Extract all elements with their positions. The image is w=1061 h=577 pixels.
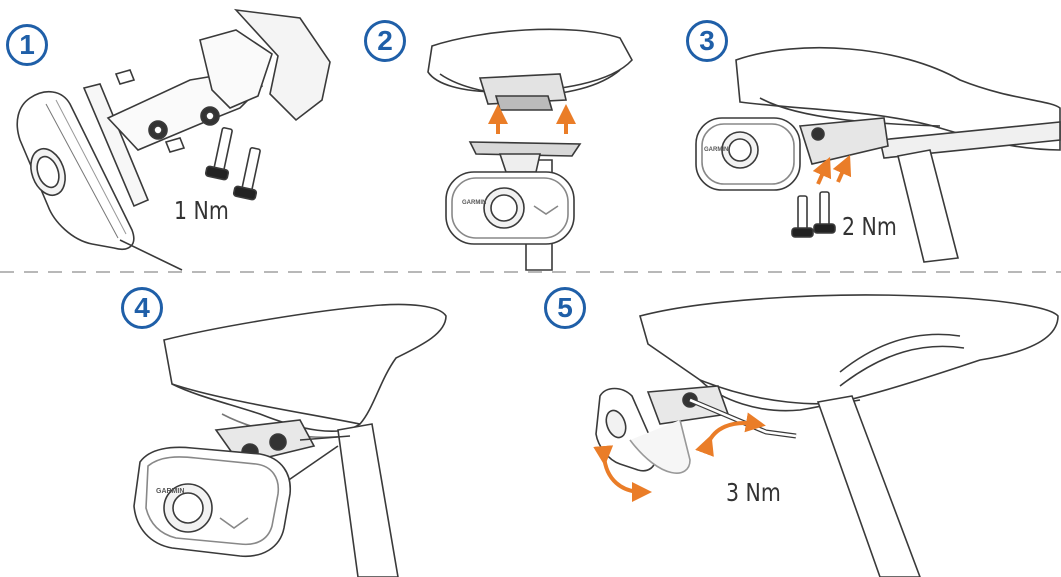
seatpost-step4 bbox=[337, 423, 399, 577]
seatpost-step5 bbox=[816, 395, 921, 577]
brand-logo-step4: GARMIN bbox=[156, 488, 185, 495]
torque-label-step3: 2 Nm bbox=[842, 212, 897, 241]
step-2-illustration bbox=[427, 28, 633, 271]
saddle-rails-step3 bbox=[879, 121, 1061, 159]
rotate-arrow-right bbox=[695, 412, 766, 457]
saddle-step4 bbox=[163, 303, 447, 433]
mount-bracket-step1 bbox=[106, 8, 331, 151]
radar-device-step4 bbox=[133, 446, 291, 557]
nuts bbox=[114, 69, 186, 153]
screws-step1 bbox=[204, 127, 261, 201]
saddle-step2 bbox=[427, 28, 633, 93]
step-5-badge: 5 bbox=[544, 287, 586, 329]
screws-step3 bbox=[791, 191, 836, 238]
saddle-step3 bbox=[735, 46, 1061, 151]
radar-device-step1 bbox=[16, 91, 135, 250]
torque-label-step5: 3 Nm bbox=[726, 478, 781, 507]
rotate-arrow-left bbox=[593, 445, 652, 502]
seatpost-step3 bbox=[897, 149, 960, 263]
step-5-illustration bbox=[593, 294, 1059, 577]
step-1-badge: 1 bbox=[6, 24, 48, 66]
cable bbox=[119, 239, 183, 271]
radar-device-step2 bbox=[445, 171, 575, 245]
step-3-badge: 3 bbox=[686, 20, 728, 62]
arrow-screw-2 bbox=[832, 154, 852, 183]
step-2-badge: 2 bbox=[364, 20, 406, 62]
brand-logo-step2: GARMIN bbox=[462, 200, 487, 206]
torque-label-step1: 1 Nm bbox=[174, 196, 229, 225]
saddle-step5 bbox=[639, 294, 1059, 412]
backing-plate bbox=[82, 83, 150, 208]
mount-step3 bbox=[798, 117, 889, 165]
step-3-illustration bbox=[695, 46, 1061, 263]
arrow-screw-1 bbox=[812, 156, 832, 185]
step-4-badge: 4 bbox=[121, 287, 163, 329]
radar-device-step3 bbox=[695, 117, 801, 191]
step-4-illustration bbox=[133, 303, 447, 577]
mount-step2 bbox=[468, 141, 582, 157]
step-1-illustration bbox=[16, 8, 331, 271]
brand-logo-step3: GARMIN bbox=[704, 147, 729, 153]
